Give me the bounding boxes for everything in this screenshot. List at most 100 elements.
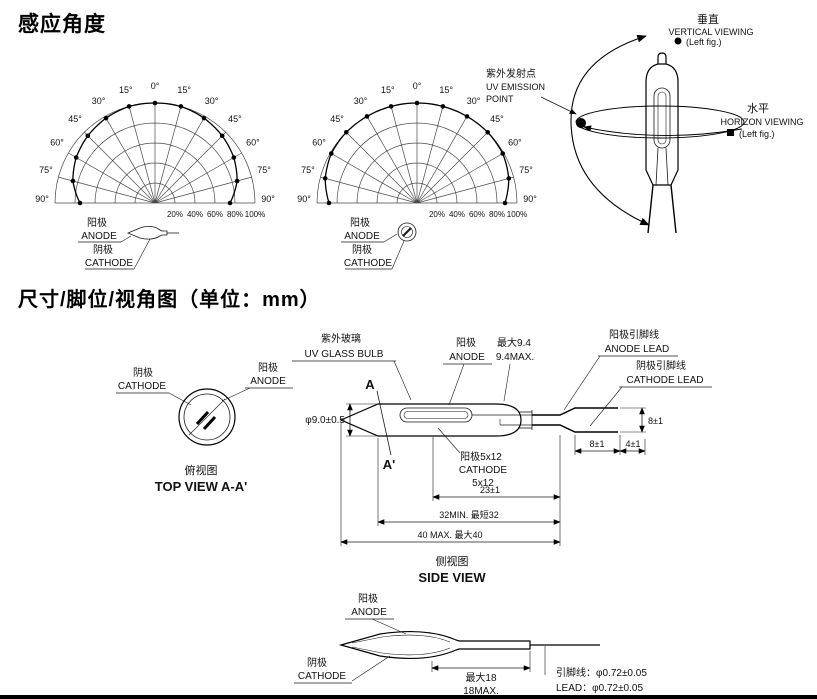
anode-leader-line <box>120 235 132 243</box>
electrode-support-wire <box>655 147 659 186</box>
section-label-a: A <box>365 377 375 392</box>
anode-label-en: ANODE <box>344 231 380 242</box>
dim40-text: 40 MAX. 最大40 <box>417 529 482 540</box>
polar-data-dot <box>329 151 334 156</box>
dim18-text-cn: 最大18 <box>465 671 497 684</box>
top-view-electrode-mark <box>195 410 210 426</box>
side-profile-inner <box>351 634 451 644</box>
cathode-leader-line <box>168 392 192 406</box>
horizontal-viewing-orbit <box>575 105 745 139</box>
horizon-marker-square-icon <box>727 129 734 136</box>
cathode-lead-label-en: CATHODE LEAD <box>626 375 703 386</box>
sensing-angle-diagram: 90°75°60°45°30°15°0°15°30°45°60°75°90°20… <box>35 12 804 270</box>
polar-chart-vertical: 90°75°60°45°30°15°0°15°30°45°60°75°90°20… <box>35 81 275 219</box>
polar-data-dot <box>219 133 225 139</box>
polar-angle-label: 90° <box>35 194 49 204</box>
horizon-viewing-label-en: HORIZON VIEWING <box>721 117 804 127</box>
bulb-electrode-inner <box>657 91 667 145</box>
side-anode-en: ANODE <box>351 607 387 618</box>
top-view: 阴极 CATHODE 阳极 ANODE 俯视图 TOP VIEW A-A' <box>116 361 293 494</box>
polar-data-dot <box>485 130 490 135</box>
polar-data-dot <box>326 200 332 206</box>
anode-leader-line <box>448 363 465 406</box>
polar-percent-label: 60% <box>207 210 223 219</box>
polar-percent-label: 20% <box>429 210 445 219</box>
horizon-left-fig-note: (Left fig.) <box>739 129 775 139</box>
polar-angle-label: 60° <box>50 138 64 148</box>
polar-data-dot <box>77 200 83 206</box>
main-view: A A' 紫外玻璃 UV GLASS BULB 阳极 ANODE 最大9.4 9… <box>292 328 712 585</box>
glass-leader-line <box>393 360 412 401</box>
polar-angle-label: 75° <box>301 165 315 175</box>
mini-bulb-end-glyph <box>397 222 417 242</box>
cathode-lead-leader <box>589 386 623 427</box>
polar-angle-label: 90° <box>523 194 537 204</box>
polar-percent-label: 80% <box>227 210 243 219</box>
left-chart-legend: 阳极 ANODE 阴极 CATHODE <box>78 216 179 270</box>
cathode-label-en: CATHODE <box>85 258 133 269</box>
glass-label-cn: 紫外玻璃 <box>321 332 361 345</box>
polar-percent-label: 100% <box>507 210 527 219</box>
cathode-leader-line <box>391 240 405 270</box>
mini-bulb-electrode-mark <box>402 227 412 237</box>
diameter-dim-text: φ9.0±0.5 <box>305 415 345 426</box>
top-view-caption-en: TOP VIEW A-A' <box>155 479 247 494</box>
glass-label-en: UV GLASS BULB <box>305 349 384 360</box>
polar-angle-label: 90° <box>261 194 275 204</box>
anode-lead-wire <box>532 407 618 416</box>
polar-data-dot <box>502 200 508 206</box>
polar-percent-label: 40% <box>187 210 203 219</box>
polar-angle-label: 60° <box>508 138 522 148</box>
anode-label-cn: 阳极 <box>87 216 107 229</box>
mini-bulb-side-glyph <box>126 226 168 240</box>
polar-data-dot <box>178 104 184 109</box>
polar-angle-label: 90° <box>297 194 311 204</box>
anode-size-leader <box>437 427 461 454</box>
bulb-pinch-seal <box>645 169 679 186</box>
cathode-label-en: CATHODE <box>344 258 392 269</box>
side-profile-inner <box>351 646 451 656</box>
polar-percent-label: 20% <box>167 210 183 219</box>
anode-leader-line <box>383 233 398 243</box>
anode-label-cn: 阳极 <box>350 216 370 229</box>
electrode-support-wire <box>665 147 669 186</box>
anode-plate-inner <box>403 411 469 419</box>
polar-angle-label: 60° <box>246 138 260 148</box>
lead-len2-text: 4±1 <box>626 439 641 449</box>
polar-angle-label: 45° <box>330 114 344 124</box>
dim18-text-en: 18MAX. <box>463 686 499 697</box>
top-view-cathode-cn: 阴极 <box>133 366 153 379</box>
polar-grid <box>54 102 256 204</box>
section-label-a-prime: A' <box>383 457 395 472</box>
polar-angle-label: 30° <box>205 96 219 106</box>
polar-data-dot <box>201 115 207 121</box>
uv-emission-arrow <box>540 96 577 115</box>
vertical-viewing-label-cn: 垂直 <box>697 12 719 26</box>
bulb-tip <box>657 52 667 64</box>
top-view-section-trace <box>188 398 226 436</box>
top-view-outer-circle <box>178 388 236 446</box>
section2-title: 尺寸/脚位/视角图（单位：mm） <box>18 289 321 311</box>
lead-spec-cn: 引脚线：φ0.72±0.05 <box>556 666 647 679</box>
polar-angle-label: 15° <box>381 85 395 95</box>
anode-lead-label-en: ANODE LEAD <box>605 344 669 355</box>
bulb-lead-wire <box>647 184 654 234</box>
polar-angle-label: 0° <box>413 81 422 91</box>
polar-data-dot <box>506 176 512 181</box>
polar-data-dot <box>227 200 233 206</box>
polar-angle-label: 15° <box>177 85 191 95</box>
polar-data-dot <box>344 130 349 135</box>
top-view-inner-circle <box>183 393 231 441</box>
vertical-viewing-arc-arrow <box>570 34 650 226</box>
polar-data-dot <box>500 151 505 156</box>
max94-label-cn: 最大9.4 <box>497 336 531 349</box>
polar-angle-label: 60° <box>312 138 326 148</box>
lead-spec-en: LEAD：φ0.72±0.05 <box>556 683 643 694</box>
bulb-electrode <box>653 87 671 149</box>
horizontal-viewing-arrow <box>583 125 743 136</box>
bulb-body <box>645 63 679 170</box>
side-view-caption-cn: 侧视图 <box>436 554 469 568</box>
mini-bulb-end-inner <box>401 226 413 238</box>
side-profile-outline <box>338 630 531 660</box>
polar-chart-horizontal: 90°75°60°45°30°15°0°15°30°45°60°75°90°20… <box>297 81 537 219</box>
